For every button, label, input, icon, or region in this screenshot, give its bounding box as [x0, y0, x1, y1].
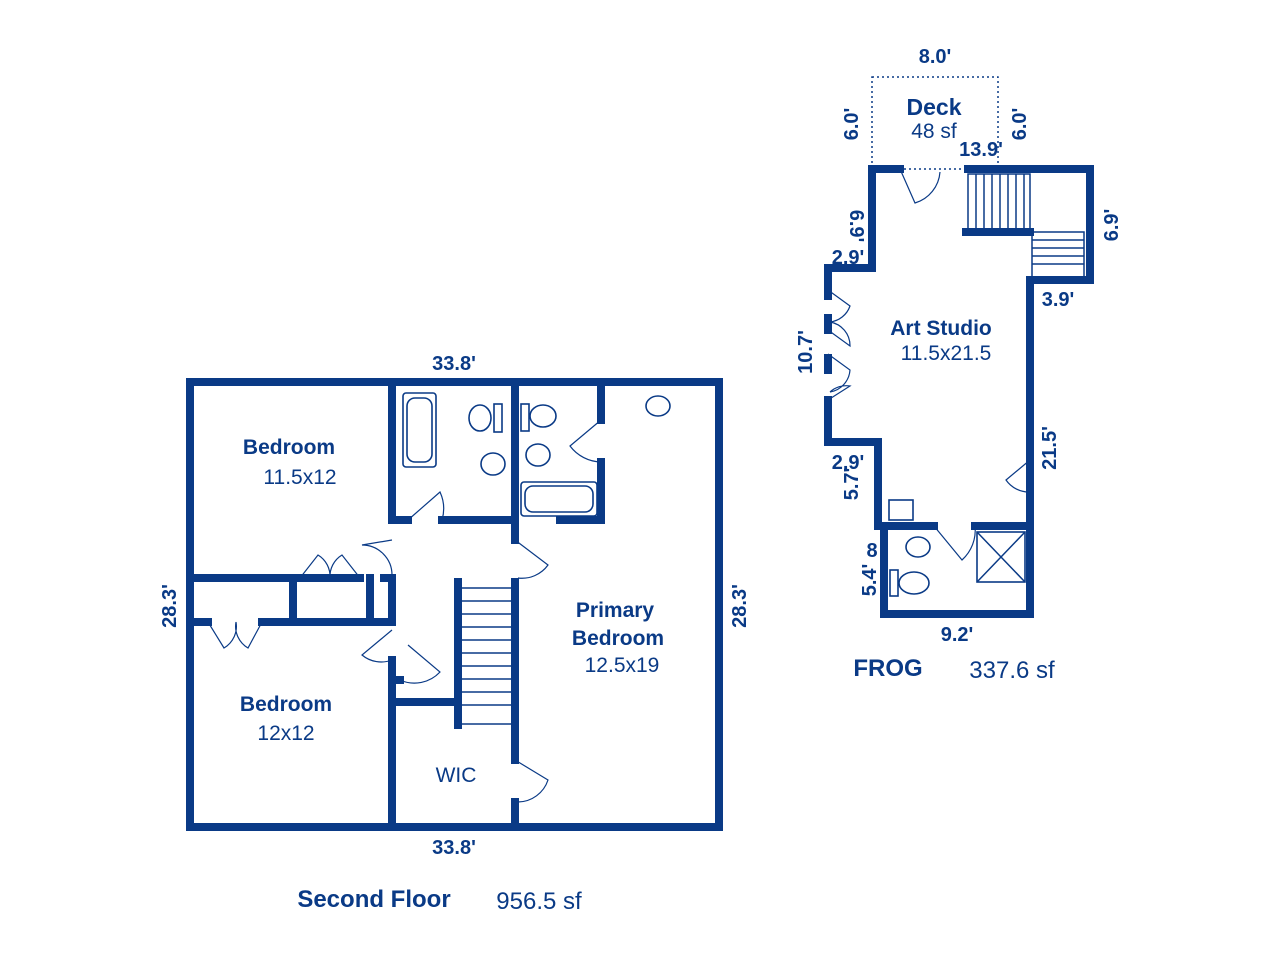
deck-name: Deck: [907, 94, 962, 120]
primary-size: 12.5x19: [585, 654, 660, 677]
frog-stairs-lower: [1031, 231, 1085, 278]
frog-sink-studio: [888, 499, 914, 521]
frog-dim-deck-left: 6.0': [841, 108, 863, 141]
frog-stair-treads-upper: [975, 174, 1025, 230]
wic-name: WIC: [436, 764, 477, 787]
frog-title: FROG: [853, 655, 922, 682]
frog-stair-treads-lower: [1032, 239, 1084, 265]
frog-french-doors[interactable]: [827, 289, 852, 401]
frog-door-deck[interactable]: [899, 168, 941, 204]
deck-outline: [871, 76, 999, 170]
stair-treads: [461, 600, 512, 706]
art-studio-name: Art Studio: [890, 317, 991, 340]
bath2-tub-inner: [524, 485, 594, 513]
bedroom1-name: Bedroom: [243, 436, 335, 459]
stairs: [460, 587, 513, 725]
art-studio-size: 11.5x21.5: [901, 342, 992, 365]
bedroom2-size: 12x12: [257, 722, 314, 745]
door-bath2[interactable]: [569, 419, 602, 463]
primary-sink: [645, 395, 671, 417]
bath2-sink: [525, 443, 551, 467]
toilet-tank: [493, 403, 503, 433]
bath2-toilet-tank: [520, 403, 530, 432]
primary-name-line2: Bedroom: [572, 627, 664, 650]
wall-bath2-right-lower: [556, 458, 605, 524]
second-floor-area: 956.5 sf: [496, 888, 582, 915]
second-floor-plan: Bedroom 11.5x12 Bedroom 12x12 Primary Be…: [159, 353, 751, 915]
dim-bottom: 33.8': [432, 837, 476, 859]
frog-dim-deck-right: 6.0': [1009, 108, 1031, 141]
door-bedroom1[interactable]: [361, 539, 393, 576]
dim-left: 28.3': [159, 584, 181, 628]
bath2-toilet: [529, 404, 557, 428]
frog-dim-left-upper: 2.9': [832, 247, 865, 269]
bath1-sink: [480, 452, 506, 476]
frog-bath-sink: [905, 536, 931, 558]
frog-outer-wall-top: [824, 165, 904, 294]
frog-dim-bath-left-b: 8: [866, 540, 877, 562]
door-primary[interactable]: [514, 539, 549, 579]
second-floor-outer-wall: [186, 378, 723, 831]
bedroom1-size: 11.5x12: [263, 466, 336, 489]
frog-dim-left-lower-a: 2.9': [832, 452, 865, 474]
frog-dim-top-right: 13.9': [959, 139, 1003, 161]
frog-stairs-upper: [967, 173, 1031, 231]
frog-dim-deck-width: 8.0': [919, 46, 952, 68]
frog-plan: Deck 48 sf Art Studio 11.5x21.5 8.0' 6.0…: [795, 46, 1123, 684]
door-closet-bottom[interactable]: [207, 621, 263, 649]
wall-bedroom1-right: [388, 378, 412, 524]
frog-toilet: [898, 571, 930, 595]
frog-door-bath[interactable]: [933, 525, 976, 561]
frog-shower-x2: [976, 531, 1026, 583]
frog-dim-left-lower-b: 5.7': [841, 468, 863, 501]
door-bath1[interactable]: [407, 491, 445, 521]
second-floor-title: Second Floor: [297, 886, 450, 913]
door-hall[interactable]: [399, 644, 441, 684]
deck-area: 48 sf: [911, 120, 957, 143]
frog-area: 337.6 sf: [969, 657, 1055, 684]
door-closet[interactable]: [299, 554, 361, 579]
frog-dim-left-middle: 10.7': [795, 330, 817, 374]
dim-right: 28.3': [729, 584, 751, 628]
frog-dim-bottom: 9.2': [941, 624, 974, 646]
toilet: [468, 404, 492, 432]
frog-toilet-tank: [889, 569, 899, 597]
dim-top: 33.8': [432, 353, 476, 375]
frog-dim-right-lower: 21.5': [1039, 426, 1061, 470]
frog-dim-step-right: 3.9': [1042, 289, 1075, 311]
bedroom2-name: Bedroom: [240, 693, 332, 716]
frog-dim-notch-upper: 6.9': [845, 210, 867, 243]
frog-dim-right-upper: 6.9': [1101, 209, 1123, 242]
primary-name-line1: Primary: [576, 599, 655, 622]
door-wic[interactable]: [514, 759, 549, 803]
frog-dim-bath-left: 5.4': [859, 564, 881, 597]
bathtub-inner: [406, 397, 433, 463]
door-bedroom2[interactable]: [361, 629, 393, 663]
